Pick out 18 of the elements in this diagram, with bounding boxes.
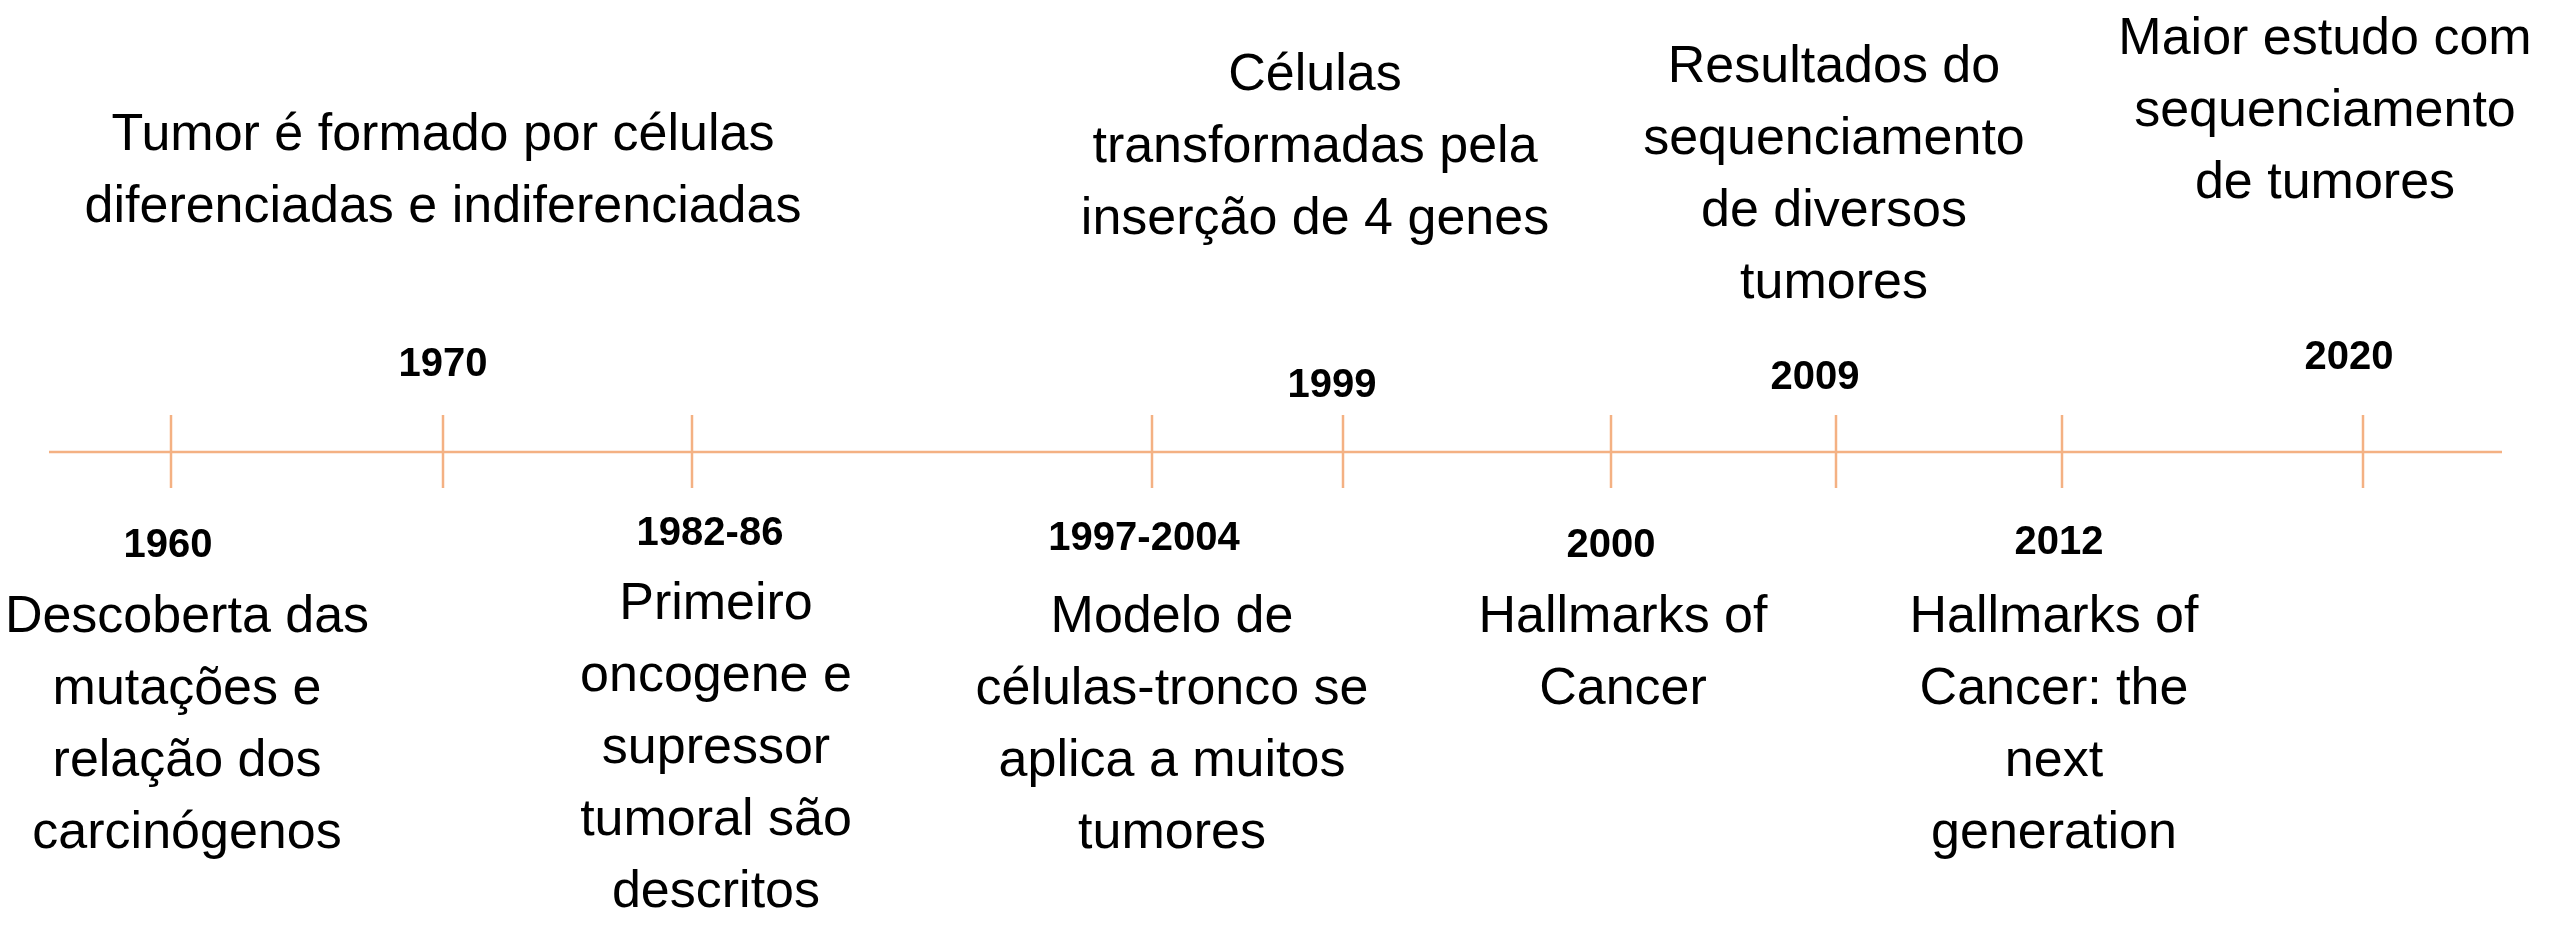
event-description: Hallmarks of Cancer [1478, 584, 1768, 717]
event-description: Resultados do sequenciamento de diversos tumores [1642, 34, 2026, 311]
year-label: 2020 [2304, 332, 2394, 379]
year-label: 1999 [1287, 360, 1377, 407]
event-description: Descoberta das mutações e relação dos carcinógenos [3, 584, 371, 861]
event-description: Maior estudo com sequenciamento de tumores [2117, 6, 2533, 211]
event-description: Células transformadas pela inserção de 4 genes [1080, 42, 1550, 247]
year-label: 2000 [1566, 520, 1656, 567]
year-label: 1982-86 [636, 508, 784, 555]
year-label: 2009 [1770, 352, 1860, 399]
event-description: Primeiro oncogene e supressor tumoral são descritos [579, 571, 853, 920]
event-description: Modelo de células-tronco se aplica a muitos tumores [974, 584, 1370, 861]
year-label: 1997-2004 [1048, 513, 1240, 560]
event-description: Hallmarks of Cancer: the next generation [1908, 584, 2200, 861]
event-description: Tumor é formado por células diferenciadas e indiferenciadas [83, 102, 803, 235]
year-label: 1970 [398, 339, 488, 386]
year-label: 1960 [123, 520, 213, 567]
year-label: 2012 [2014, 517, 2104, 564]
